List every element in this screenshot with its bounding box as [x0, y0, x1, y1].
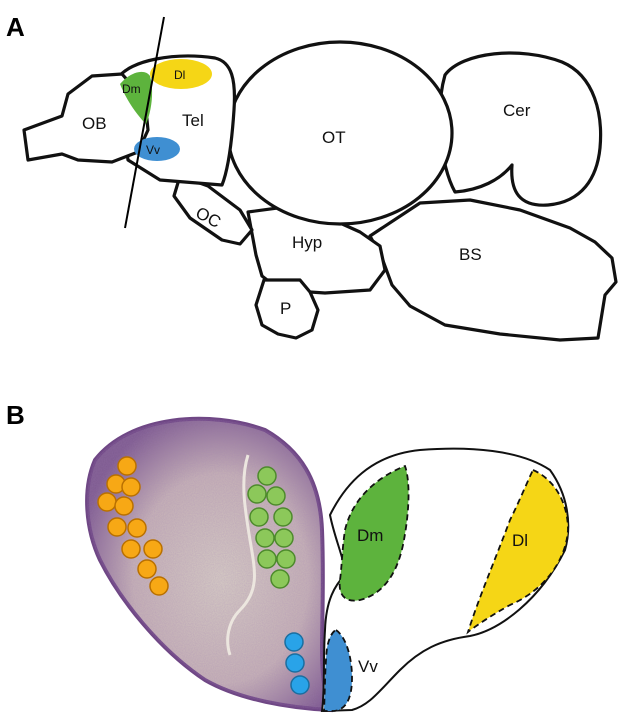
dm-dot [248, 485, 266, 503]
cer-label: Cer [503, 101, 531, 120]
dl-dot [122, 478, 140, 496]
panel-b-letter: B [6, 400, 25, 430]
dl-dot [128, 519, 146, 537]
dl-label-a: Dl [174, 68, 185, 82]
dm-dot [275, 529, 293, 547]
dm-dot [271, 570, 289, 588]
dm-dot [250, 508, 268, 526]
ot-label: OT [322, 128, 346, 147]
dl-dot [115, 497, 133, 515]
vv-dot [285, 633, 303, 651]
dm-dot [267, 487, 285, 505]
dl-dot [108, 518, 126, 536]
vv-label-a: Vv [146, 143, 160, 157]
dl-dot [98, 493, 116, 511]
ob-label: OB [82, 114, 107, 133]
dm-dot [277, 550, 295, 568]
dl-dot [144, 540, 162, 558]
dl-dot [122, 540, 140, 558]
dm-label-a: Dm [122, 82, 141, 96]
panel-a: A OB Tel OT Cer OC Hyp BS P Dm Dl Vv [6, 12, 616, 340]
panel-a-letter: A [6, 12, 25, 42]
tel-label: Tel [182, 111, 204, 130]
dm-dot [274, 508, 292, 526]
dm-dot [256, 529, 274, 547]
panel-b: B [6, 400, 568, 711]
dl-dot [150, 577, 168, 595]
dl-dot [118, 457, 136, 475]
dl-label-b: Dl [512, 531, 528, 550]
dm-label-b: Dm [357, 526, 383, 545]
dm-dot [258, 550, 276, 568]
cerebellum-region [440, 53, 601, 205]
brainstem-region [370, 200, 616, 340]
vv-dot [291, 676, 309, 694]
hyp-label: Hyp [292, 233, 322, 252]
dl-dot [138, 560, 156, 578]
bs-label: BS [459, 245, 482, 264]
vv-dot [286, 654, 304, 672]
p-label: P [280, 299, 291, 318]
dm-dot [258, 467, 276, 485]
vv-label-b: Vv [358, 657, 378, 676]
